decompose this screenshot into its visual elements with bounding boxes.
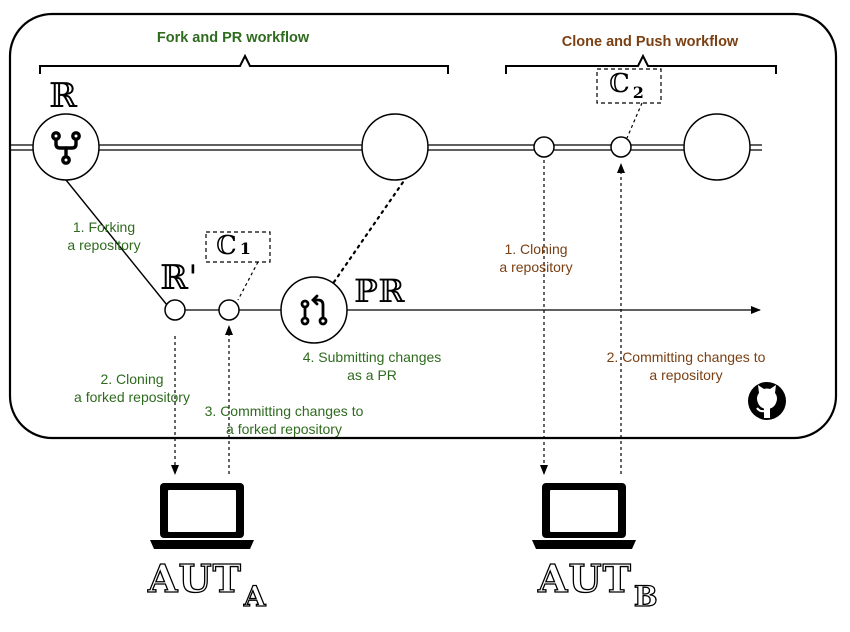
clone-push-brace xyxy=(505,53,777,74)
laptop-b-main: AUT xyxy=(537,555,632,601)
commit-1-index: 1 xyxy=(239,239,251,258)
laptop-a-main: AUT xyxy=(147,555,242,601)
forked-repo-label: ℝ' xyxy=(160,258,198,298)
github-icon xyxy=(748,382,786,420)
fork-step-1: 1. Forking a repository xyxy=(67,219,141,253)
clone-push-header: Clone and Push workflow xyxy=(561,34,739,50)
fork-pr-brace xyxy=(39,53,449,74)
pr-merge-dotted xyxy=(332,170,412,284)
laptop-a-label: AUTA xyxy=(147,555,267,613)
fork-connector xyxy=(65,179,168,306)
commit-1-letter: ℂ xyxy=(216,231,237,261)
laptop-b-sub: B xyxy=(633,579,659,613)
pr-node xyxy=(280,276,348,344)
fork-step-3: 3. Committing changes to a forked reposi… xyxy=(204,403,364,437)
laptop-b-label: AUTB xyxy=(537,555,659,613)
merge-target-node xyxy=(361,113,429,181)
laptop-icon xyxy=(150,483,254,549)
commit-2-index: 2 xyxy=(632,83,644,102)
pr-label: ℙℝ xyxy=(354,272,405,310)
push-target-node xyxy=(683,113,751,181)
commit-2-callout xyxy=(596,68,662,104)
commit-2-pointer xyxy=(626,102,643,139)
fork-pr-header: Fork and PR workflow xyxy=(156,30,310,46)
fork-icon xyxy=(51,131,81,165)
origin-repo-label: ℝ xyxy=(49,76,78,116)
commit-1-pointer xyxy=(237,261,259,301)
pull-request-icon xyxy=(300,294,328,326)
commit-2-node xyxy=(610,136,632,158)
commit-1-node xyxy=(218,299,240,321)
laptop-a-sub: A xyxy=(243,579,267,613)
clone-step-1: 1. Cloning a repository xyxy=(499,241,573,275)
github-boundary xyxy=(8,12,838,440)
clone-node xyxy=(533,136,555,158)
fork-step-2: 2. Cloning a forked repository xyxy=(74,371,190,405)
clone-step-2: 2. Committing changes to a repository xyxy=(606,349,766,383)
fork-step-4: 4. Submitting changes as a PR xyxy=(302,349,442,383)
commit-1-callout xyxy=(205,231,271,263)
laptop-icon xyxy=(532,483,636,549)
forked-repo-node xyxy=(164,299,186,321)
commit-2-letter: ℂ xyxy=(609,69,630,99)
